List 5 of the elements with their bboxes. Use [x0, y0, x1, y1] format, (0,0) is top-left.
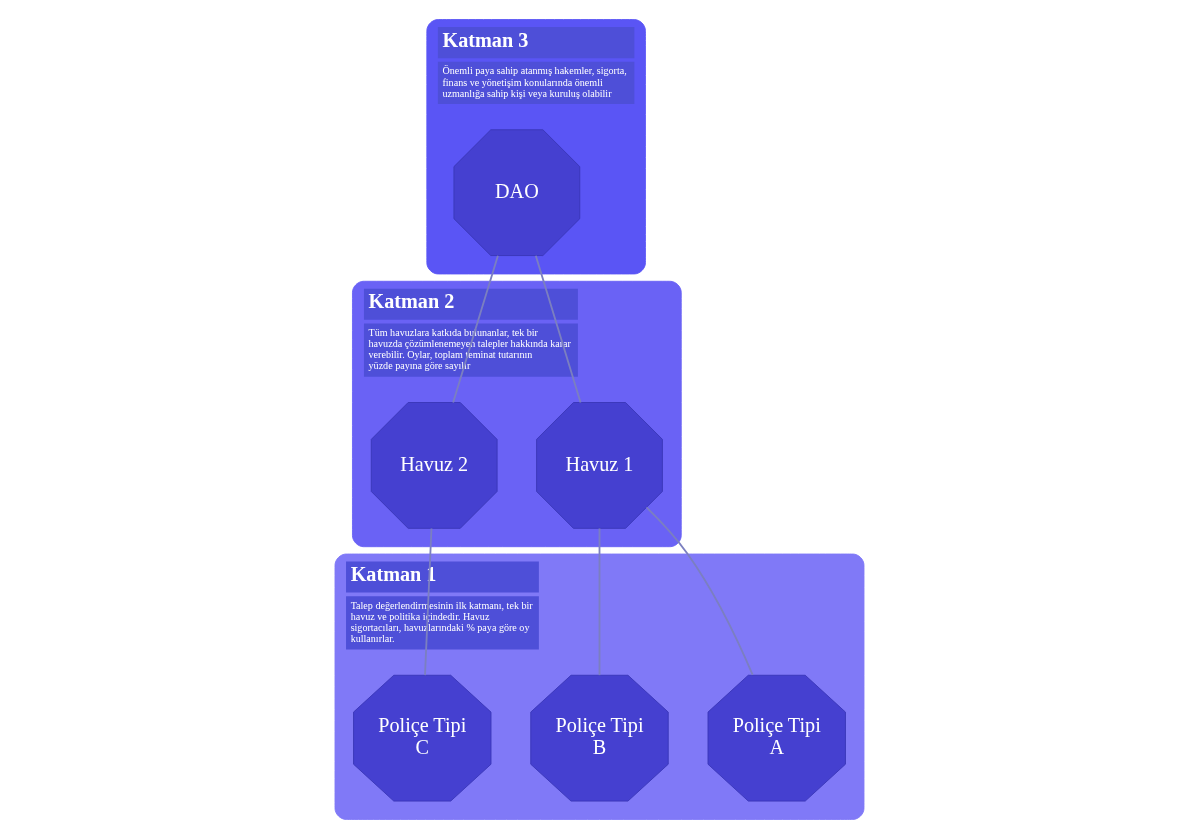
connector — [598, 527, 600, 677]
connector — [451, 254, 499, 404]
connector — [645, 506, 754, 676]
connector — [534, 254, 581, 404]
connector — [423, 527, 432, 677]
